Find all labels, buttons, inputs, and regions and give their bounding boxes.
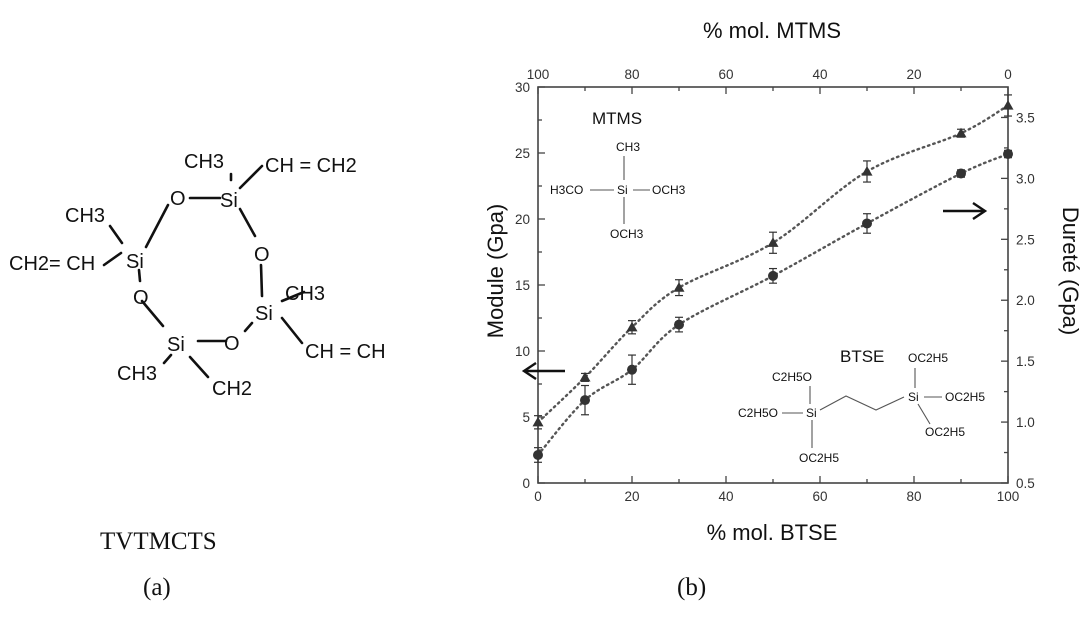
data-point-triangle: [767, 237, 779, 247]
molecule-atom-labels: O Si Si O Si O Si O CH3 CH = CH2 CH3 CH2…: [9, 151, 386, 400]
data-point-circle: [956, 168, 966, 179]
inset-mtms-methoxy: OCH3: [652, 183, 686, 197]
atom-silicon: Si: [255, 303, 273, 325]
molecule-structure-tvtmcts: O Si Si O Si O Si O CH3 CH = CH2 CH3 CH2…: [9, 151, 386, 400]
panel-a-caption: (a): [143, 574, 171, 601]
molecule-name: TVTMCTS: [100, 528, 217, 555]
methyl-group: CH3: [184, 151, 224, 173]
atom-oxygen: O: [224, 333, 240, 355]
inset-btse-ethoxy: C2H5O: [738, 406, 778, 420]
plot-area-border: [537, 86, 1009, 484]
y2-tick-label: 1.5: [1016, 354, 1035, 369]
data-point-circle: [533, 449, 543, 460]
atom-oxygen: O: [254, 244, 270, 266]
fit-curve: [536, 104, 1010, 424]
data-point-circle: [1003, 149, 1013, 160]
x2-tick-label: 0: [1004, 67, 1012, 82]
x2-axis-title: % mol. MTMS: [703, 18, 841, 43]
y-tick-label: 10: [515, 344, 530, 359]
data-point-circle: [862, 218, 872, 229]
inset-btse-silicon: Si: [806, 406, 817, 420]
y2-tick-label: 3.0: [1016, 171, 1035, 186]
data-point-triangle: [626, 321, 638, 332]
plot-frame: [537, 86, 1009, 484]
y2-tick-label: 0.5: [1016, 476, 1035, 491]
x2-tick-label: 20: [906, 67, 921, 82]
y-tick-label: 0: [522, 476, 530, 491]
atom-oxygen: O: [133, 287, 149, 309]
x-tick-label: 40: [718, 489, 733, 504]
data-point-triangle: [532, 416, 544, 427]
data-point-triangle: [861, 165, 873, 176]
x2-tick-label: 80: [624, 67, 639, 82]
y-tick-label: 5: [522, 410, 530, 425]
inset-btse-ethoxy: OC2H5: [799, 451, 839, 465]
vinyl-group: CH = CH: [305, 341, 386, 363]
inset-mtms-silicon: Si: [617, 183, 628, 197]
inset-btse-silicon: Si: [908, 390, 919, 404]
data-point-triangle: [579, 371, 591, 382]
methyl-group: CH3: [117, 363, 157, 385]
methyl-group: CH3: [65, 205, 105, 227]
atom-silicon: Si: [220, 190, 238, 212]
inset-btse-ethoxy: OC2H5: [945, 390, 985, 404]
inset-btse-ethoxy: OC2H5: [908, 351, 948, 365]
data-point-circle: [674, 319, 684, 330]
inset-btse-ethoxy: C2H5O: [772, 370, 812, 384]
inset-btse-structure: BTSE C2H5O C2H5O Si OC2H5 OC2H5 Si OC2H5…: [738, 347, 985, 465]
y-tick-label: 20: [515, 212, 530, 227]
fit-curve: [536, 152, 1010, 457]
x2-tick-label: 60: [718, 67, 733, 82]
data-point-circle: [580, 395, 590, 406]
data-marks: [532, 94, 1014, 463]
data-point-triangle: [673, 282, 685, 292]
inset-btse-bonds: [782, 368, 942, 448]
vinyl-group: CH = CH2: [265, 155, 357, 177]
inset-mtms-methoxy: OCH3: [610, 227, 644, 241]
molecule-bonds: [102, 164, 306, 379]
atom-oxygen: O: [170, 188, 186, 210]
inset-mtms-bonds: [590, 156, 650, 224]
panel-b-caption: (b): [677, 574, 707, 601]
right-axis-arrow: [943, 202, 988, 220]
vinyl-group: CH2: [212, 378, 252, 400]
y2-tick-label: 2.0: [1016, 293, 1035, 308]
x-tick-label: 20: [624, 489, 639, 504]
fit-curves: [536, 104, 1010, 457]
inset-mtms-methoxy: H3CO: [550, 183, 583, 197]
y2-tick-label: 2.5: [1016, 232, 1035, 247]
left-axis-arrow: [521, 362, 565, 380]
x-tick-label: 60: [812, 489, 827, 504]
vinyl-group: CH2= CH: [9, 253, 95, 275]
data-point-triangle: [1002, 99, 1014, 110]
atom-silicon: Si: [126, 251, 144, 273]
x-tick-label: 100: [997, 489, 1020, 504]
methyl-group: CH3: [285, 283, 325, 305]
x2-tick-label: 100: [527, 67, 550, 82]
x-tick-label: 80: [906, 489, 921, 504]
y-tick-label: 15: [515, 278, 530, 293]
y-tick-label: 25: [515, 146, 530, 161]
y2-tick-label: 3.5: [1016, 110, 1035, 125]
x-tick-label: 0: [534, 489, 542, 504]
atom-silicon: Si: [167, 334, 185, 356]
data-point-triangle: [955, 127, 967, 138]
inset-mtms-methyl: CH3: [616, 140, 640, 154]
data-point-circle: [627, 364, 637, 375]
x-axis-title: % mol. BTSE: [707, 520, 838, 545]
y2-axis-title: Dureté (Gpa): [1058, 207, 1083, 335]
y-tick-label: 30: [515, 80, 530, 95]
y2-tick-label: 1.0: [1016, 415, 1035, 430]
inset-mtms-title: MTMS: [592, 109, 642, 128]
inset-btse-title: BTSE: [840, 347, 884, 366]
data-point-circle: [768, 270, 778, 281]
x2-tick-label: 40: [812, 67, 827, 82]
inset-mtms-structure: MTMS CH3 H3CO Si OCH3 OCH3: [550, 109, 686, 241]
inset-btse-ethoxy: OC2H5: [925, 425, 965, 439]
y-axis-title: Module (Gpa): [483, 204, 508, 339]
